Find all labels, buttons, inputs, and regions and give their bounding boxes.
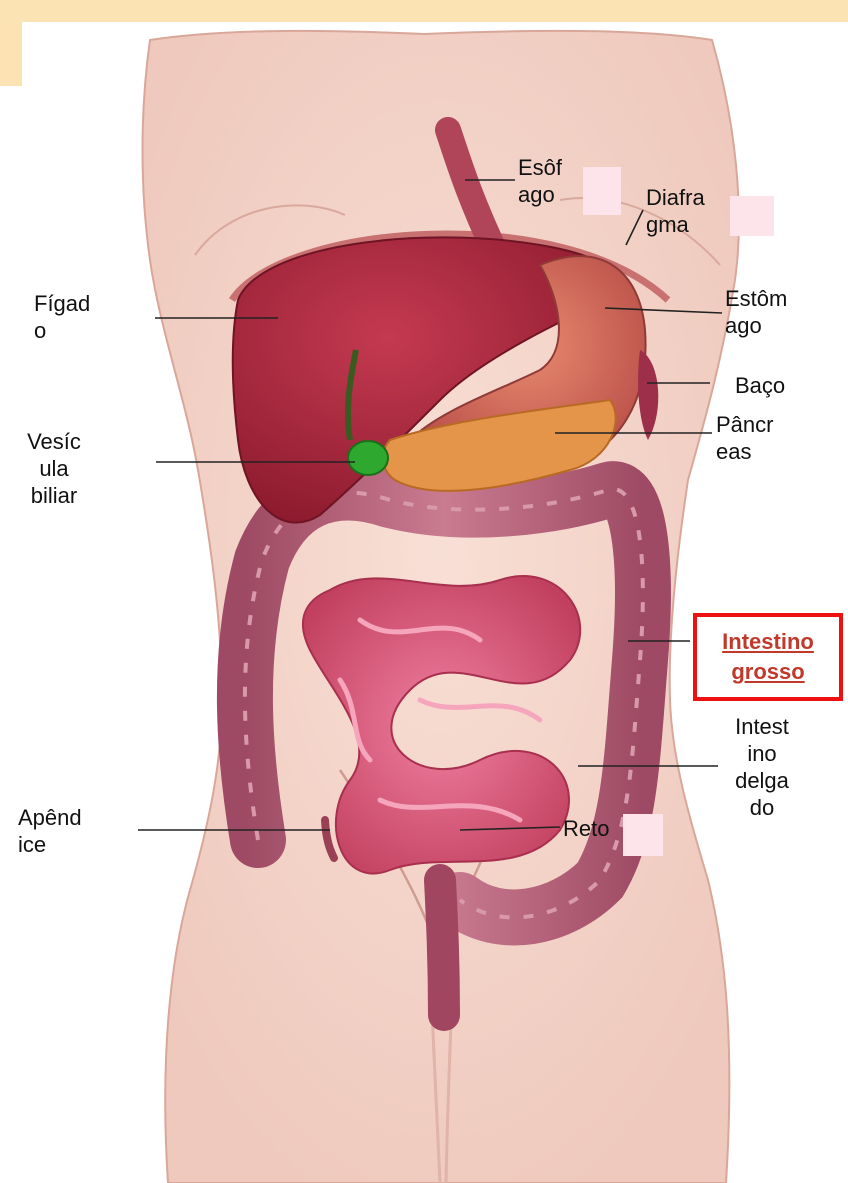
label-pancreas: Pâncr eas (716, 411, 773, 465)
label-figado: Fígad o (34, 290, 90, 344)
label-vesicula-biliar: Vesíc ula biliar (14, 428, 94, 509)
highlighted-label-box[interactable]: Intestino grosso (693, 613, 843, 701)
label-esofago: Esôf ago (518, 154, 562, 208)
label-intestino-grosso[interactable]: Intestino grosso (697, 627, 839, 687)
label-apendice: Apênd ice (18, 804, 82, 858)
diafragma-bg (730, 196, 774, 236)
reto-bg (623, 814, 663, 856)
label-baco: Baço (735, 372, 785, 399)
label-intestino-delgado: Intest ino delga do (722, 713, 802, 821)
label-diafragma: Diafra gma (646, 184, 705, 238)
label-estomago: Estôm ago (725, 285, 787, 339)
label-reto: Reto (563, 815, 609, 842)
vesicula-bg (104, 432, 156, 524)
figado-bg (104, 298, 154, 336)
gallbladder (348, 441, 388, 475)
esofago-bg (583, 167, 621, 215)
rectum (440, 880, 444, 1015)
